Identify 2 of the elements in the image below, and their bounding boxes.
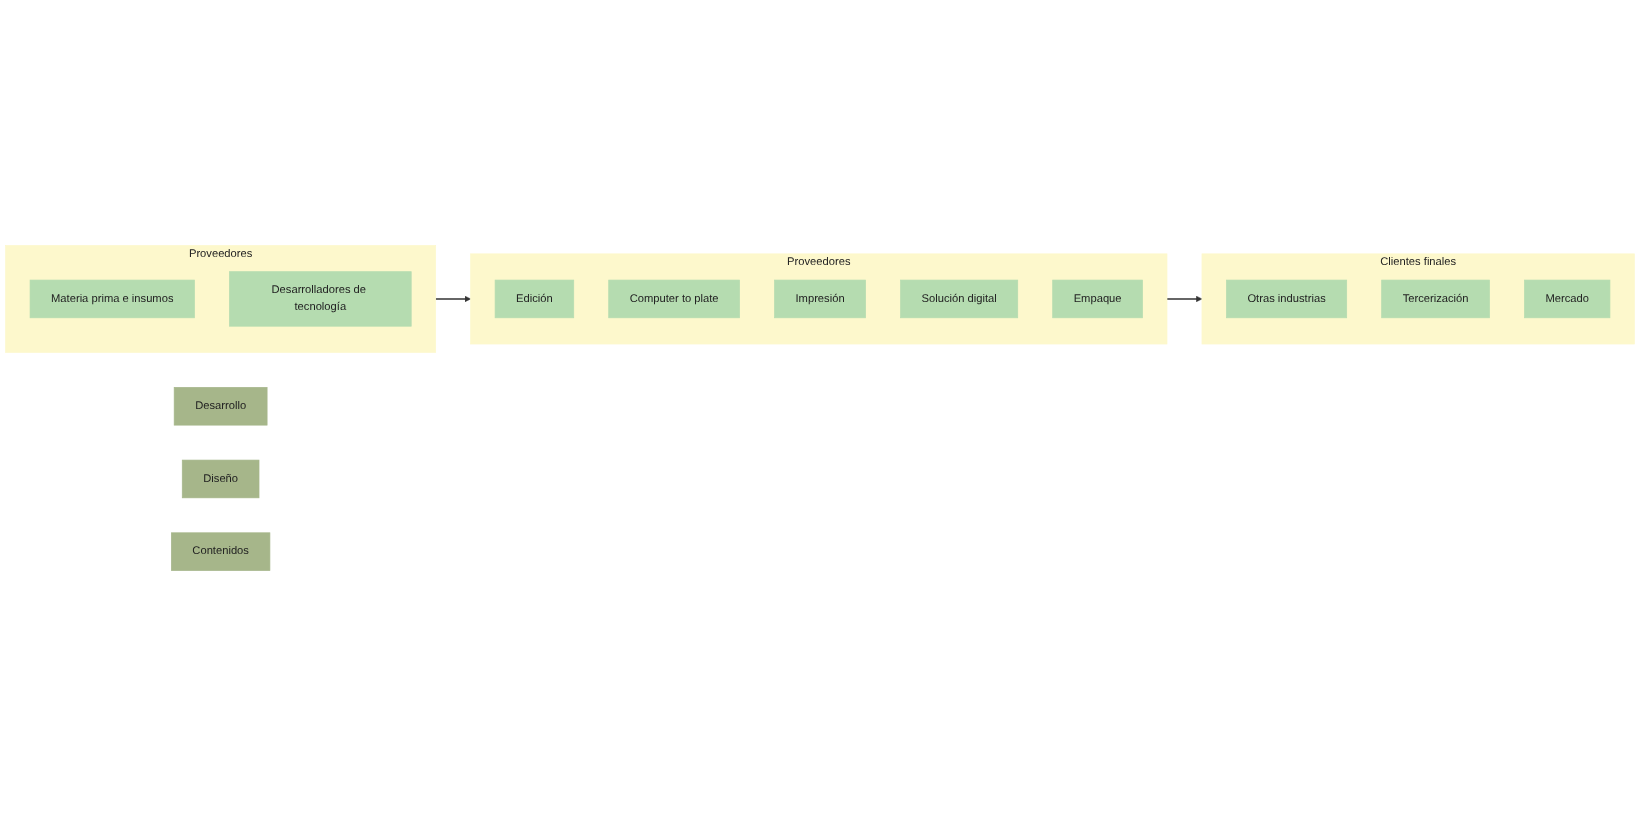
arrow <box>435 295 471 302</box>
arrow <box>1166 295 1203 302</box>
